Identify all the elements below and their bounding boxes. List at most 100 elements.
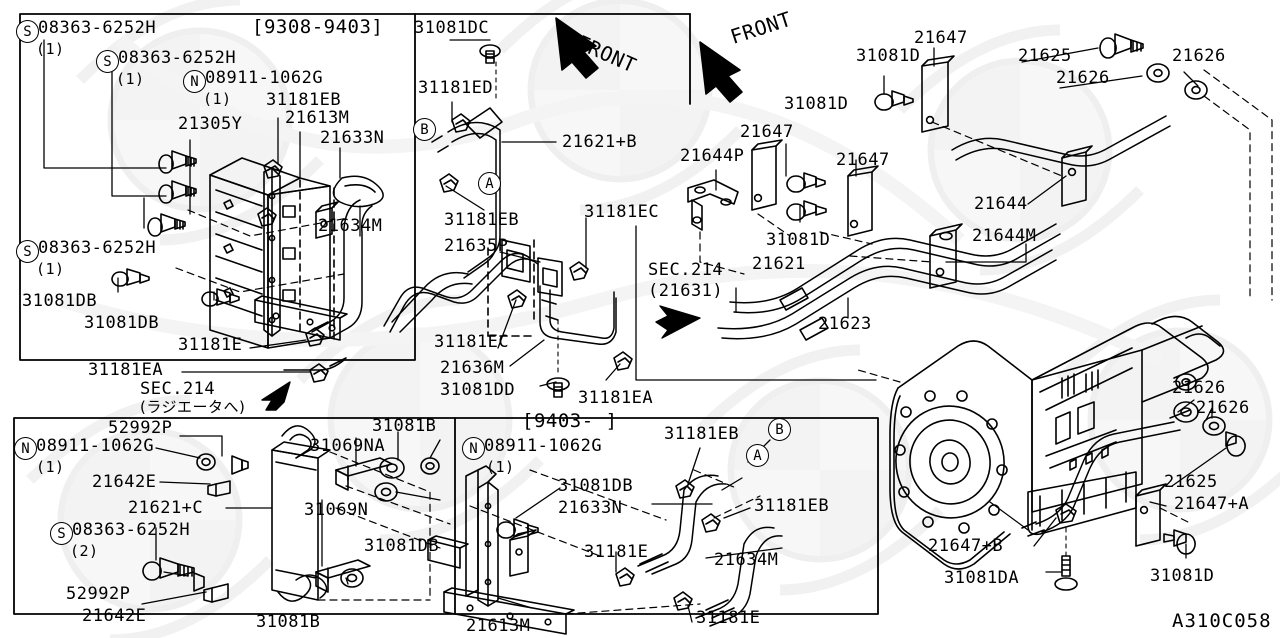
- bolt-31081DD: [546, 319, 570, 398]
- part-label-21613M: 21613M: [285, 108, 350, 128]
- bolt-31081D-right: [786, 200, 827, 221]
- pipe-21635P: [383, 252, 539, 333]
- clip-group-top-left: [257, 159, 329, 383]
- hose-21633N: [332, 175, 384, 208]
- sec-214-cooler-label: SEC.214: [648, 260, 724, 280]
- part-label-21647+B: 21647+B: [928, 536, 1004, 556]
- part-label-21633N: 21633N: [320, 128, 385, 148]
- part-label-31181E: 31181E: [696, 608, 761, 628]
- bolt-group-top-left: [111, 150, 240, 307]
- cooler-body-plate: [267, 177, 331, 349]
- transmission-valve-detail: [1045, 369, 1117, 471]
- pipe-bracket-center: [501, 239, 563, 297]
- part-label-08363-6252H: 08363-6252H: [72, 520, 191, 540]
- part-qty: (1): [36, 458, 65, 476]
- bracket-21644: [1061, 145, 1093, 207]
- part-label-31081DC: 31081DC: [414, 18, 490, 38]
- part-label-31081DA: 31081DA: [944, 568, 1020, 588]
- part-label-21613M: 21613M: [466, 616, 531, 636]
- sec-214-cooler-part: (21631): [648, 281, 724, 301]
- part-qty: (1): [486, 458, 515, 476]
- part-label-21633N: 21633N: [558, 498, 623, 518]
- panel-frame-top-left: [19, 13, 416, 361]
- sec-214-radiator-label: SEC.214: [140, 379, 216, 399]
- part-label-52992P: 52992P: [66, 584, 131, 604]
- pipe-21621-main: [729, 223, 1061, 314]
- part-label-21642E: 21642E: [82, 606, 147, 626]
- pipe-21636M: [539, 285, 617, 345]
- sec-214-arrow-radiator: [261, 381, 291, 411]
- part-label-21647: 21647: [914, 28, 968, 48]
- part-label-31181EC: 31181EC: [584, 202, 660, 222]
- front-arrow-left: [555, 17, 599, 79]
- bracket-21644P: [687, 179, 739, 231]
- bracket-21613M-bottom: [465, 465, 499, 607]
- transmission-fittings: [1173, 373, 1246, 457]
- part-label-21626: 21626: [1056, 68, 1110, 88]
- bolt-31081DC: [479, 44, 501, 99]
- part-label-08911-1062G: 08911-1062G: [205, 68, 324, 88]
- part-label-21644P: 21644P: [680, 146, 745, 166]
- part-label-31181E: 31181E: [178, 335, 243, 355]
- transmission-pan: [1027, 471, 1137, 536]
- bracket-21647-b: [847, 165, 879, 237]
- part-label-21636M: 21636M: [440, 358, 505, 378]
- bracket-side-bottom: [427, 535, 469, 569]
- part-label-21625: 21625: [1018, 46, 1072, 66]
- part-label-08363-6252H: 08363-6252H: [38, 238, 157, 258]
- bracket-31069NA: [335, 457, 393, 491]
- symbol-marker-s: S: [16, 240, 39, 263]
- part-label-31081D: 31081D: [856, 46, 921, 66]
- part-label-21647+A: 21647+A: [1174, 494, 1250, 514]
- part-qty: (1): [36, 260, 65, 278]
- part-label-31181EB: 31181EB: [444, 210, 520, 230]
- part-label-31081B: 31081B: [256, 612, 321, 632]
- part-label-52992P: 52992P: [108, 418, 173, 438]
- symbol-marker-b: B: [413, 118, 436, 141]
- bracket-21647-a: [751, 139, 783, 211]
- part-label-21621: 21621: [752, 254, 806, 274]
- bracket-21647-c: [921, 55, 955, 133]
- part-label-21626: 21626: [1172, 46, 1226, 66]
- part-label-21644: 21644: [974, 194, 1028, 214]
- symbol-marker-n: N: [183, 70, 206, 93]
- part-label-31081D: 31081D: [766, 230, 831, 250]
- part-label-31081D: 31081D: [784, 94, 849, 114]
- hose-21634M-top: [311, 199, 373, 367]
- part-label-31181EB: 31181EB: [664, 424, 740, 444]
- symbol-marker-s: S: [16, 20, 39, 43]
- date-range-top: [9308-9403]: [252, 16, 384, 38]
- bolt-31081DB-bottom: [496, 518, 539, 539]
- transmission-body: [889, 340, 1033, 570]
- transmission-cooler-lines: [1021, 409, 1191, 537]
- bolt-31081D-bottom: [1163, 529, 1196, 555]
- transmission-case: [1031, 315, 1225, 513]
- dashed-center: [487, 239, 535, 337]
- part-label-21635P: 21635P: [444, 236, 509, 256]
- clips-bottom: [615, 479, 721, 611]
- hose-21633N-bottom: [637, 474, 727, 575]
- part-label-31081DB: 31081DB: [364, 536, 440, 556]
- part-label-31181ED: 31181ED: [418, 78, 494, 98]
- dashed-bottom-left: [317, 451, 451, 601]
- part-label-31181EC: 31181EC: [434, 332, 510, 352]
- part-label-21621+B: 21621+B: [562, 132, 638, 152]
- symbol-marker-a: A: [746, 444, 769, 467]
- part-label-31081DD: 31081DD: [440, 380, 516, 400]
- part-label-31081B: 31081B: [372, 416, 437, 436]
- front-arrow-right: [699, 41, 743, 103]
- clip-group-center: [439, 113, 633, 371]
- part-label-31069N: 31069N: [304, 500, 369, 520]
- sec-214-arrow-cooler: [655, 305, 701, 339]
- bolts-top-right: [786, 33, 1208, 193]
- part-label-31181EB: 31181EB: [266, 90, 342, 110]
- symbol-marker-b: B: [768, 418, 791, 441]
- part-label-08911-1062G: 08911-1062G: [484, 436, 603, 456]
- part-label-08911-1062G: 08911-1062G: [36, 436, 155, 456]
- part-label-31181E: 31181E: [584, 542, 649, 562]
- part-label-21625: 21625: [1164, 472, 1218, 492]
- part-label-08363-6252H: 08363-6252H: [118, 48, 237, 68]
- part-label-21634M: 21634M: [318, 216, 383, 236]
